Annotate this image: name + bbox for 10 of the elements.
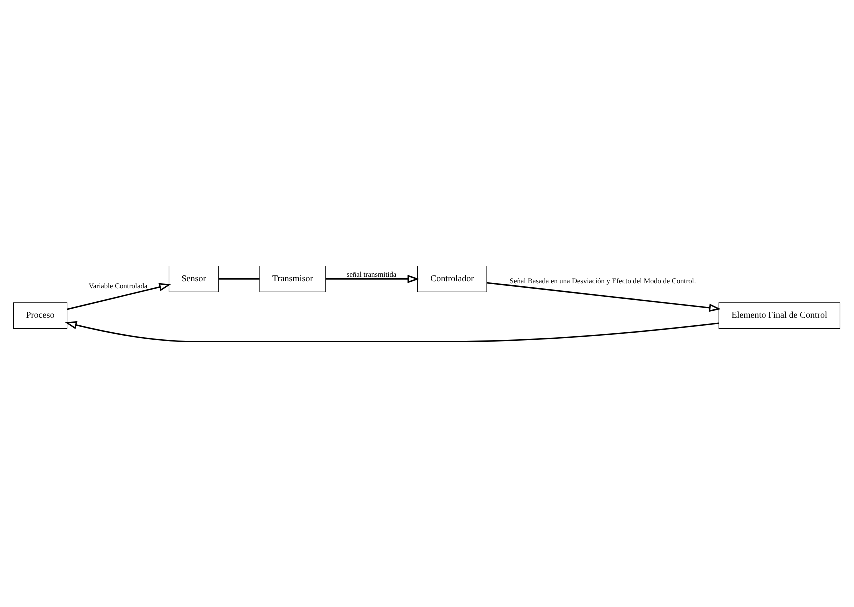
connector bbox=[219, 278, 260, 280]
node-box: Elemento Final de Control bbox=[718, 302, 841, 329]
node-box: Sensor bbox=[168, 265, 220, 292]
node-box: Controlador bbox=[417, 265, 488, 292]
node-box: Transmisor bbox=[260, 265, 326, 292]
node-box: Proceso bbox=[13, 302, 68, 329]
arrow bbox=[65, 320, 720, 342]
arrow bbox=[326, 274, 420, 283]
arrow bbox=[486, 282, 722, 312]
arrow bbox=[67, 282, 172, 310]
